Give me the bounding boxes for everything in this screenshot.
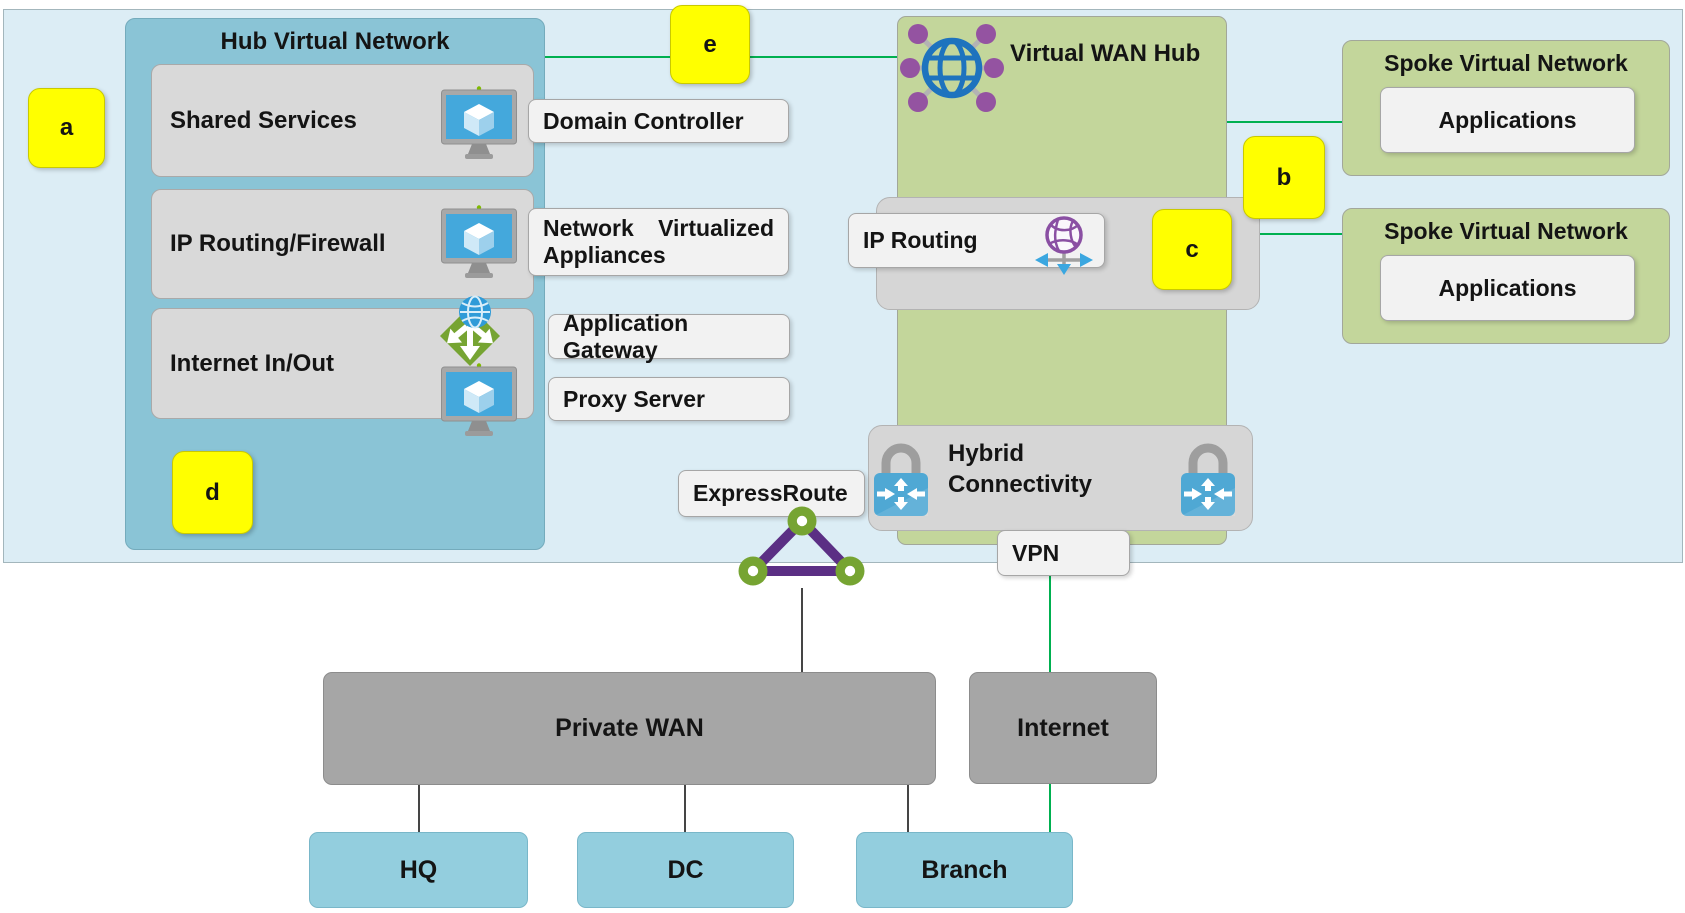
application-gateway-icon: [440, 295, 500, 366]
nva-word-appliances: Appliances: [543, 242, 666, 268]
expressroute-label-box: ExpressRoute: [678, 470, 865, 517]
internet-in-out-label: Internet In/Out: [170, 349, 334, 377]
dc-label: DC: [667, 855, 704, 884]
virtual-machine-icon: [441, 86, 517, 159]
hq-label: HQ: [399, 855, 438, 884]
shared-services-label: Shared Services: [170, 106, 357, 134]
spoke2-applications-label: Applications: [1438, 274, 1577, 301]
internet-label: Internet: [1017, 713, 1109, 742]
application-gateway-label: Application Gateway: [563, 309, 689, 363]
virtual-wan-icon: [900, 24, 1004, 112]
spoke2-title: Spoke Virtual Network: [1384, 218, 1628, 244]
nva-word-virtualized: Virtualized: [658, 215, 774, 241]
vpn-to-internet-connector: [1049, 576, 1051, 672]
spoke2-applications-box: Applications: [1380, 255, 1635, 321]
expressroute-to-privatewan-connector: [801, 588, 803, 672]
virtual-machine-icon: [441, 205, 517, 278]
network-virtualized-appliances-label-box: Network Virtualized Appliances: [528, 208, 789, 276]
privatewan-to-dc-connector: [684, 785, 686, 832]
spoke1-applications-label: Applications: [1438, 106, 1577, 133]
proxy-server-label-box: Proxy Server: [548, 377, 790, 421]
tag-d: d: [172, 451, 253, 534]
tag-b-letter: b: [1276, 163, 1292, 191]
internet-box: Internet: [969, 672, 1157, 784]
branch-label: Branch: [921, 855, 1008, 884]
hybrid-line2: Connectivity: [948, 471, 1093, 498]
ip-routing-firewall-label: IP Routing/Firewall: [170, 230, 386, 257]
spoke-virtual-network-2: Spoke Virtual Network Applications: [1342, 208, 1670, 344]
expressroute-label: ExpressRoute: [693, 480, 848, 506]
branch-box: Branch: [856, 832, 1073, 908]
tag-b: b: [1243, 136, 1325, 219]
routing-icon: [1035, 216, 1093, 275]
proxy-server-label: Proxy Server: [563, 385, 705, 412]
vpn-label: VPN: [1012, 539, 1060, 566]
vpn-label-box: VPN: [997, 530, 1130, 576]
private-wan-box: Private WAN: [323, 672, 936, 785]
hybrid-line1: Hybrid: [948, 440, 1025, 467]
hybrid-connectivity-label: Hybrid Connectivity: [948, 438, 1092, 500]
internet-to-branch-connector: [1049, 784, 1051, 832]
tag-a: a: [28, 88, 105, 168]
privatewan-to-hq-connector: [418, 785, 420, 832]
spoke1-title: Spoke Virtual Network: [1384, 50, 1628, 76]
virtual-machine-icon: [441, 363, 517, 436]
tag-d-letter: d: [205, 478, 220, 506]
wanhub-to-spoke2-connector: [1260, 233, 1342, 235]
tag-c-letter: c: [1185, 235, 1199, 263]
tag-c: c: [1152, 209, 1232, 290]
hq-box: HQ: [309, 832, 528, 908]
spoke1-applications-box: Applications: [1380, 87, 1635, 153]
tag-e-letter: e: [703, 30, 717, 58]
tag-a-letter: a: [59, 114, 74, 141]
virtual-wan-hub-title: Virtual WAN Hub: [1010, 40, 1201, 67]
dc-box: DC: [577, 832, 794, 908]
spoke-virtual-network-1: Spoke Virtual Network Applications: [1342, 40, 1670, 176]
ip-routing-label: IP Routing: [863, 227, 978, 253]
nva-word-network: Network: [543, 215, 634, 241]
wanhub-to-spoke1-connector: [1227, 121, 1342, 123]
vpn-gateway-icon: [874, 443, 928, 516]
domain-controller-label: Domain Controller: [543, 107, 744, 134]
vpn-gateway-icon: [1181, 443, 1235, 516]
private-wan-label: Private WAN: [555, 714, 704, 742]
privatewan-to-branch-connector: [907, 785, 909, 832]
application-gateway-label-box: Application Gateway: [548, 310, 790, 363]
expressroute-icon: [738, 506, 865, 586]
hub-virtual-network-title: Hub Virtual Network: [220, 28, 450, 55]
tag-e: e: [670, 5, 750, 84]
domain-controller-label-box: Domain Controller: [528, 99, 789, 143]
